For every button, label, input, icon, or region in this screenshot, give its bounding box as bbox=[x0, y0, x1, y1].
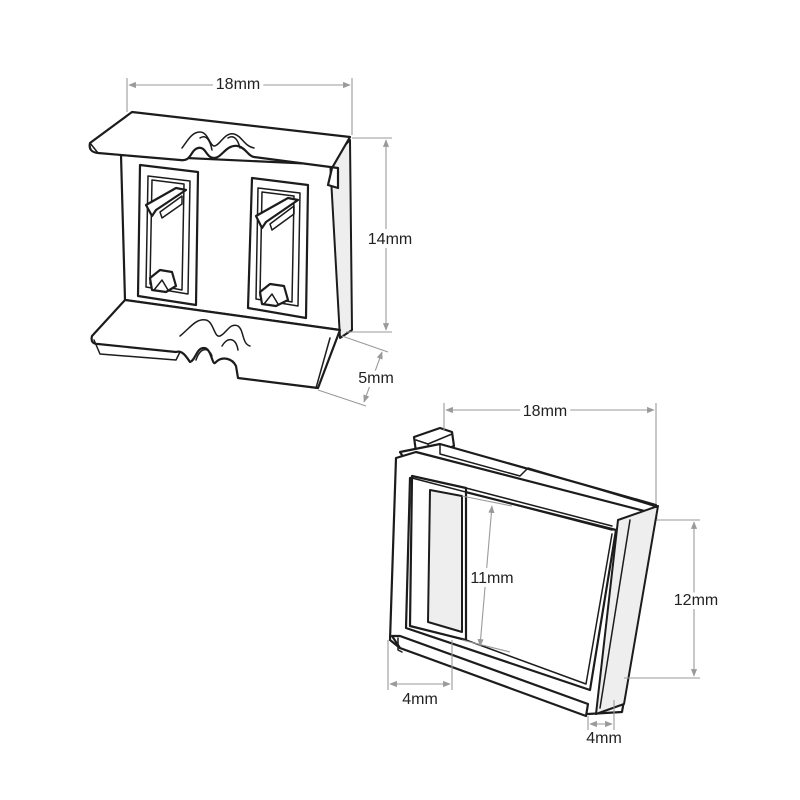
part2-width-label: 18mm bbox=[523, 403, 567, 420]
clip-bottom-flange-lip bbox=[235, 337, 331, 389]
frame-part bbox=[388, 426, 659, 718]
part1-depth-dimension: 5mm bbox=[317, 335, 398, 407]
double-clip-part bbox=[88, 110, 353, 390]
frame-window-slot bbox=[427, 489, 463, 633]
clip-left-slot bbox=[136, 163, 200, 307]
part2-right-wall-label: 4mm bbox=[586, 730, 622, 747]
clip-bottom-flange bbox=[90, 298, 342, 390]
clip-top-notch-inner bbox=[199, 136, 241, 151]
clip-right-slot bbox=[246, 176, 310, 320]
frame-right-side bbox=[595, 505, 659, 715]
part2-height-dimension: 12mm bbox=[624, 519, 722, 679]
frame-inner-floor bbox=[411, 477, 613, 685]
part2-left-wall-dimension: 4mm bbox=[387, 640, 453, 708]
part1-height-dimension: 14mm bbox=[346, 137, 416, 333]
part2-inner-height-label: 11mm bbox=[470, 570, 513, 587]
clip-left-tab-top bbox=[144, 186, 188, 218]
clip-right-tab-top bbox=[254, 196, 300, 230]
part2-width-dimension: 18mm bbox=[443, 399, 657, 504]
part2-height-label: 12mm bbox=[674, 592, 718, 609]
part1-width-label: 18mm bbox=[216, 76, 260, 93]
clip-bottom-notch bbox=[179, 319, 251, 347]
clip-top-flange-front bbox=[89, 142, 181, 161]
part1-depth-label: 5mm bbox=[358, 370, 394, 387]
clip-top-notch bbox=[181, 131, 255, 149]
clip-bottom-notch-inner bbox=[195, 338, 239, 361]
clip-bottom-flange-front bbox=[93, 339, 181, 361]
part1-height-label: 14mm bbox=[368, 231, 412, 248]
part2-left-wall-label: 4mm bbox=[402, 691, 438, 708]
part1-width-dimension: 18mm bbox=[126, 72, 353, 135]
part2-right-wall-dimension: 4mm bbox=[586, 700, 622, 747]
part2-inner-height-dimension: 11mm bbox=[461, 495, 518, 653]
